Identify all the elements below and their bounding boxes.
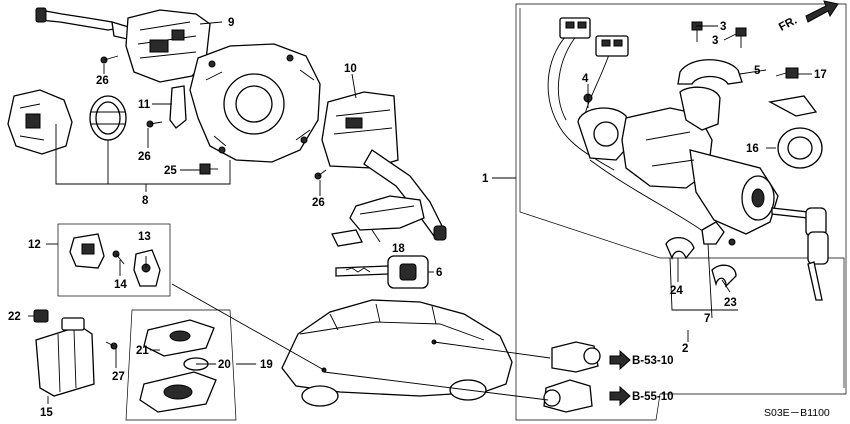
callout-13: 13 xyxy=(138,231,151,243)
callout-10: 10 xyxy=(344,63,357,75)
clamp-24 xyxy=(665,237,737,288)
callout-6: 6 xyxy=(436,267,442,279)
ref-label-2: B-55-10 xyxy=(632,391,674,403)
cable-reel-housing xyxy=(189,43,321,163)
callout-9: 9 xyxy=(228,17,234,29)
callout-26-a: 26 xyxy=(96,75,109,87)
callout-4: 4 xyxy=(582,73,589,85)
transmitter-case-21 xyxy=(143,319,215,357)
diagram-code: S03E－B1100 xyxy=(764,407,830,419)
callout-18: 18 xyxy=(392,243,405,255)
transmitter-back xyxy=(139,371,217,413)
screw-26b xyxy=(146,120,163,128)
callout-3-a: 3 xyxy=(720,21,726,33)
bolt-4 xyxy=(583,93,593,108)
screw-17 xyxy=(775,67,799,79)
screw-26a xyxy=(100,55,119,64)
ref-b-53-10: B-53-10 xyxy=(609,349,674,371)
bolt-3a xyxy=(691,21,703,42)
ignition-key xyxy=(335,255,429,289)
vehicle-outline xyxy=(281,299,513,407)
callout-12: 12 xyxy=(28,239,41,251)
tailgate-cylinder xyxy=(543,379,593,413)
group-box-2 xyxy=(519,8,845,388)
callout-14: 14 xyxy=(114,279,127,291)
screw-27 xyxy=(105,341,118,350)
clip-11 xyxy=(169,85,187,129)
callout-27: 27 xyxy=(112,371,125,383)
callout-1: 1 xyxy=(482,173,489,185)
clamp-bracket-5 xyxy=(677,59,743,85)
callout-23: 23 xyxy=(724,297,737,309)
grommet-22 xyxy=(33,309,49,323)
callout-17: 17 xyxy=(814,69,827,81)
callout-7: 7 xyxy=(704,313,710,325)
front-label: FR. xyxy=(777,15,799,34)
screw-14 xyxy=(112,250,125,265)
ring-16 xyxy=(768,95,823,169)
key-blanks xyxy=(771,207,829,301)
callout-2: 2 xyxy=(682,343,688,355)
group-box-12 xyxy=(57,223,171,297)
callout-3-b: 3 xyxy=(712,35,718,47)
callout-labels: 9 26 10 11 26 25 8 26 18 6 12 13 14 22 1… xyxy=(8,17,827,419)
reel-ring xyxy=(89,95,127,141)
leader-lines xyxy=(28,21,812,404)
callout-20: 20 xyxy=(218,359,231,371)
screw-25 xyxy=(199,163,218,175)
callout-19: 19 xyxy=(260,359,273,371)
receiver-unit xyxy=(69,233,105,269)
connector-a xyxy=(559,17,591,39)
lock-cylinder-housing xyxy=(577,86,779,235)
clamp-23 xyxy=(701,221,736,246)
ref-b-55-10: B-55-10 xyxy=(609,385,674,407)
receiver-bracket xyxy=(133,249,161,287)
callout-21: 21 xyxy=(136,345,149,357)
callout-22: 22 xyxy=(8,311,21,323)
control-unit xyxy=(35,317,95,397)
connector-b xyxy=(595,35,629,57)
front-arrow: FR. xyxy=(777,0,839,34)
ref-label-1: B-53-10 xyxy=(632,355,674,367)
door-cylinder xyxy=(551,341,601,373)
group-box-19 xyxy=(125,309,237,421)
callout-25: 25 xyxy=(164,165,177,177)
screw-26c xyxy=(314,169,327,180)
callout-26-c: 26 xyxy=(312,197,325,209)
callout-16: 16 xyxy=(746,143,759,155)
callout-24: 24 xyxy=(670,285,683,297)
turn-signal-lever xyxy=(35,7,133,41)
cable-reel xyxy=(7,89,73,155)
bolt-3b xyxy=(735,27,747,48)
callout-15: 15 xyxy=(40,407,53,419)
callout-8: 8 xyxy=(142,195,149,207)
callout-5: 5 xyxy=(754,65,761,77)
group-box-1 xyxy=(515,3,847,421)
callout-11: 11 xyxy=(138,99,151,111)
callout-26-b: 26 xyxy=(138,151,151,163)
column-cover xyxy=(331,195,425,247)
